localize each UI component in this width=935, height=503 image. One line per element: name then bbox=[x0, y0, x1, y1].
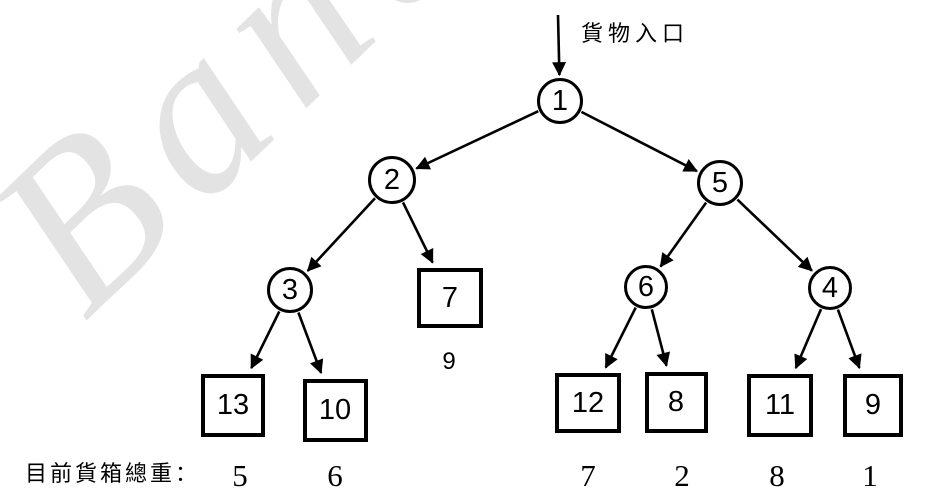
box-node-12: 12 bbox=[555, 373, 621, 433]
total-weight-value: 8 bbox=[769, 458, 785, 493]
box-node-8: 8 bbox=[644, 371, 708, 433]
total-weight-value: 7 bbox=[580, 458, 596, 493]
box-node-7: 7 bbox=[417, 268, 483, 328]
station-node-2: 2 bbox=[368, 156, 416, 204]
edge-arrow-n1-n2 bbox=[415, 110, 539, 170]
total-weight-label: 目前貨箱總重： bbox=[25, 461, 201, 486]
edge-arrow-n5-n6 bbox=[659, 201, 708, 268]
edge-arrow-n2-b7 bbox=[401, 201, 434, 264]
edge-arrow-n2-n3 bbox=[306, 197, 376, 272]
box-node-13: 13 bbox=[201, 373, 265, 437]
total-weight-value: 6 bbox=[327, 458, 343, 493]
box-node-10: 10 bbox=[302, 378, 368, 442]
box-node-11: 11 bbox=[747, 373, 813, 437]
total-weight-value: 2 bbox=[674, 458, 690, 493]
edge-arrow-n3-b10 bbox=[297, 312, 324, 374]
cargo-entrance-label: 貨物入口 bbox=[581, 21, 690, 46]
edge-arrow-n1-n5 bbox=[580, 110, 698, 173]
total-weight-value: 1 bbox=[862, 458, 878, 493]
edge-arrow-n4-b11 bbox=[794, 308, 823, 370]
edge-arrow-entry-n1 bbox=[552, 14, 567, 77]
total-weight-value: 5 bbox=[232, 458, 248, 493]
station-node-1: 1 bbox=[537, 78, 583, 124]
box7-weight-value: 9 bbox=[442, 348, 456, 375]
edge-arrow-n6-b8 bbox=[650, 308, 671, 367]
edge-arrow-n3-b13 bbox=[250, 310, 281, 370]
station-node-4: 4 bbox=[808, 266, 852, 310]
box-node-9: 9 bbox=[843, 373, 903, 437]
station-node-5: 5 bbox=[697, 160, 743, 206]
edge-arrow-n6-b12 bbox=[604, 307, 637, 369]
station-node-6: 6 bbox=[624, 265, 668, 309]
edge-arrow-n4-b9 bbox=[836, 309, 862, 369]
edge-arrow-n5-n4 bbox=[736, 198, 813, 272]
station-node-3: 3 bbox=[267, 267, 313, 313]
